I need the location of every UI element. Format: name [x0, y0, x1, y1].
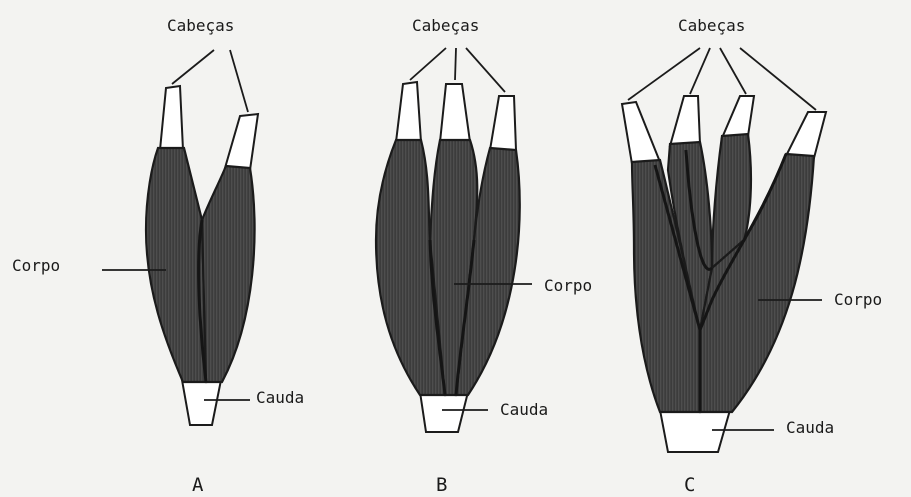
tail-label-c: Cauda	[786, 418, 834, 437]
muscle-a-heads-leader-2	[230, 50, 248, 112]
heads-label-a: Cabeças	[167, 16, 234, 35]
muscle-a-belly-right	[202, 166, 255, 382]
muscle-a-tendon-tail	[182, 380, 221, 425]
heads-label-c: Cabeças	[678, 16, 745, 35]
muscle-c-tendon-head-3	[722, 96, 754, 138]
diagram-letter-b: B	[436, 474, 447, 496]
muscle-a-tendon-head-1	[160, 86, 183, 150]
diagram-letter-c: C	[684, 474, 695, 496]
muscle-c-tendon-head-4	[786, 112, 826, 158]
body-label-a: Corpo	[12, 256, 60, 275]
tail-label-b: Cauda	[500, 400, 548, 419]
muscle-c-tendon-tail	[660, 410, 730, 452]
muscle-c-heads-leader-3	[720, 48, 746, 94]
muscle-b	[376, 48, 532, 432]
muscle-b-tendon-tail	[420, 392, 468, 432]
muscle-b-tendon-head-2	[440, 84, 470, 142]
muscle-c-heads-leader-1	[628, 48, 700, 100]
tail-label-a: Cauda	[256, 388, 304, 407]
muscle-b-tendon-head-1	[396, 82, 421, 142]
muscle-a-tendon-head-2	[225, 114, 258, 170]
muscle-c	[622, 48, 826, 452]
muscle-a	[102, 50, 258, 425]
muscle-b-heads-leader-3	[466, 48, 505, 92]
body-label-b: Corpo	[544, 276, 592, 295]
muscle-b-tendon-head-3	[490, 96, 516, 150]
muscle-b-heads-leader-2	[455, 48, 456, 80]
muscle-c-tendon-head-2	[670, 96, 700, 146]
muscle-c-tendon-head-1	[622, 102, 660, 164]
muscle-a-heads-leader-1	[172, 50, 214, 84]
heads-label-b: Cabeças	[412, 16, 479, 35]
diagram-letter-a: A	[192, 474, 203, 496]
muscle-b-heads-leader-1	[410, 48, 446, 80]
muscle-c-heads-leader-2	[690, 48, 710, 94]
body-label-c: Corpo	[834, 290, 882, 309]
